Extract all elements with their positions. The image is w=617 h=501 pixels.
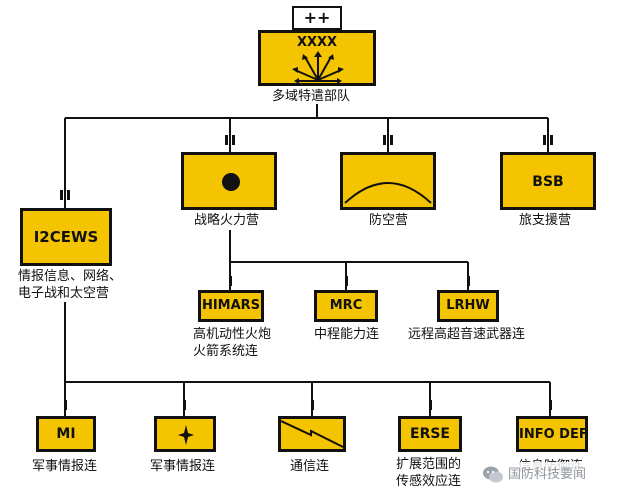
arc-dome-icon	[344, 182, 432, 204]
multi-domain-arrows-icon	[292, 51, 344, 84]
lrhw-label: 远程高超音速武器连	[408, 327, 526, 342]
info-def-code: INFO DEF	[519, 427, 588, 442]
support-label: 旅支援营	[519, 213, 572, 228]
himars-label-line2: 火箭系统连	[193, 344, 259, 359]
hq-unit-box: XXXX	[258, 30, 376, 86]
hq-size-mark: XXXX	[296, 35, 338, 50]
company-mark	[467, 276, 470, 286]
battalion-mark	[60, 190, 63, 200]
wechat-logo-icon	[483, 466, 503, 483]
erse-label-line1: 扩展范围的	[396, 457, 462, 472]
battalion-mark	[225, 135, 228, 145]
watermark-text: 国防科技要闻	[508, 467, 587, 482]
support-code: BSB	[532, 174, 564, 190]
lrhw-unit-box: LRHW	[437, 290, 499, 322]
star-label: 军事情报连	[150, 459, 216, 474]
company-mark	[311, 400, 314, 410]
i2cews-code: I2CEWS	[33, 228, 99, 246]
company-mark	[429, 400, 432, 410]
signal-unit-box	[278, 416, 346, 452]
echelon-marks	[60, 135, 553, 410]
mi-label: 军事情报连	[32, 459, 98, 474]
hq-echelon-box: ++	[292, 6, 342, 30]
mi-code: MI	[56, 426, 76, 442]
i2cews-label-line2: 电子战和太空营	[18, 286, 110, 301]
himars-label-line1: 高机动性火炮	[193, 327, 272, 342]
company-mark	[229, 276, 232, 286]
filled-circle-icon	[222, 173, 240, 191]
hq-echelon: ++	[303, 8, 331, 27]
company-mark	[345, 276, 348, 286]
air-defense-label: 防空营	[369, 213, 409, 228]
company-mark	[549, 400, 552, 410]
i2cews-unit-box: I2CEWS	[20, 208, 112, 266]
i2cews-label-line1: 情报信息、网络、	[18, 269, 123, 284]
lrhw-code: LRHW	[446, 298, 490, 313]
erse-code: ERSE	[410, 426, 450, 442]
support-unit-box: BSB	[500, 152, 596, 210]
signal-label: 通信连	[290, 459, 330, 474]
erse-label-line2: 传感效应连	[396, 474, 462, 489]
battalion-mark	[543, 135, 546, 145]
star-unit-box	[154, 416, 216, 452]
himars-code: HIMARS	[201, 298, 261, 313]
battalion-mark	[383, 135, 386, 145]
company-mark	[64, 400, 67, 410]
strike-label: 战略火力营	[194, 213, 260, 228]
lightning-slash-icon	[281, 420, 343, 448]
air-defense-unit-box	[340, 152, 436, 210]
company-mark	[183, 400, 186, 410]
info-def-unit-box: INFO DEF	[516, 416, 588, 452]
himars-unit-box: HIMARS	[198, 290, 264, 322]
mi-unit-box: MI	[36, 416, 96, 452]
strike-unit-box	[181, 152, 277, 210]
four-point-star-icon	[178, 425, 194, 445]
erse-unit-box: ERSE	[398, 416, 462, 452]
mrc-code: MRC	[329, 298, 363, 313]
mrc-label: 中程能力连	[314, 327, 380, 342]
mrc-unit-box: MRC	[314, 290, 378, 322]
watermark: 国防科技要闻	[478, 462, 614, 488]
hq-label: 多域特遣部队	[272, 89, 351, 104]
